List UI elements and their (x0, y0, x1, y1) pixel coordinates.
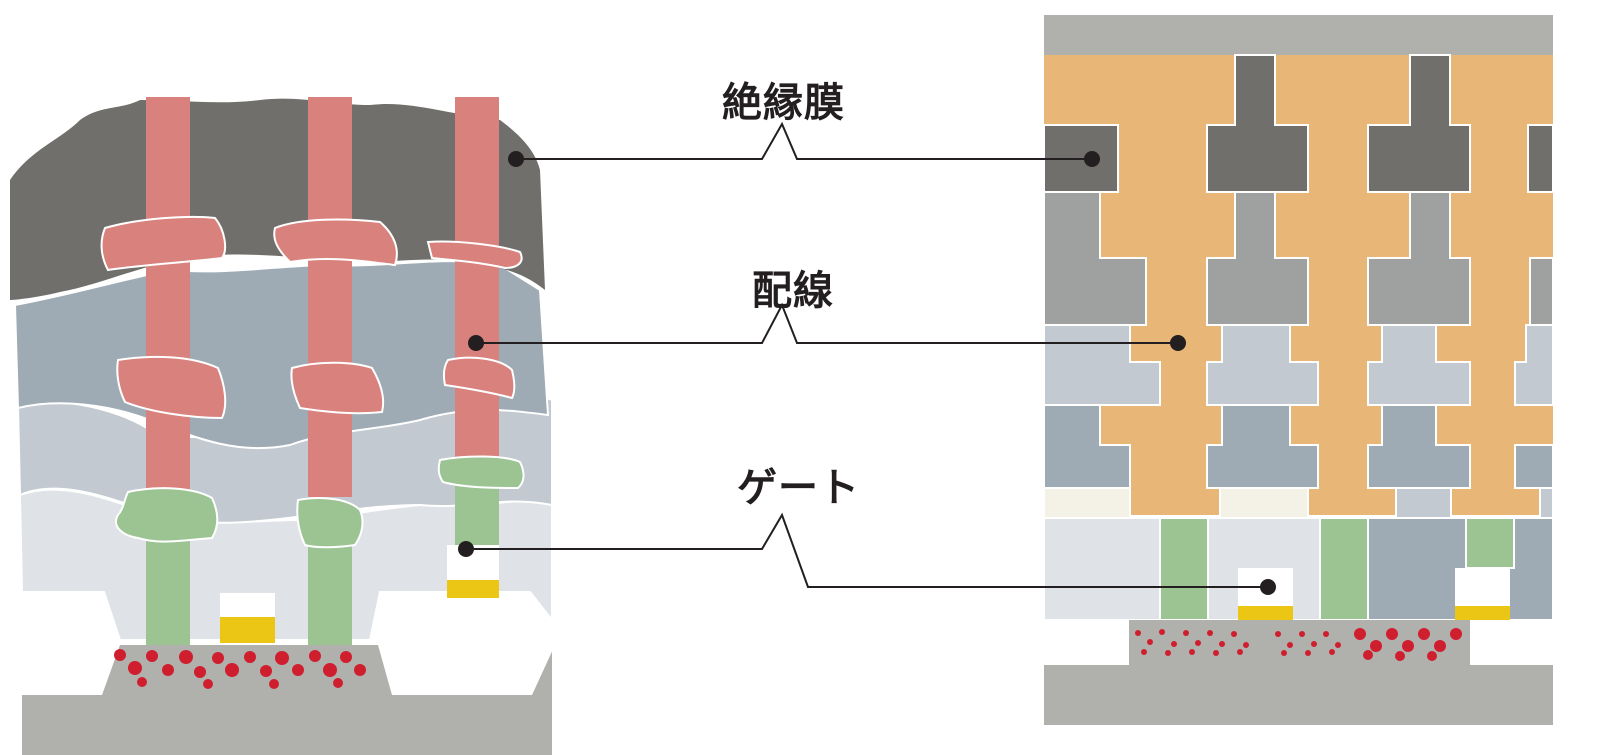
left-gate-electrode-yellow-2 (447, 580, 499, 598)
left-isolation-right (378, 592, 555, 695)
left-gate-electrode-yellow-1 (220, 617, 275, 643)
left-wiring-plate-3a (426, 240, 523, 270)
left-cross-section (10, 97, 555, 755)
leader-gate (466, 512, 1268, 588)
left-impurity-dots (114, 649, 366, 689)
label-wiring: 配線 (752, 268, 834, 314)
right-gate-electrode-yellow-1 (1238, 606, 1293, 620)
left-wiring-column-2 (308, 97, 352, 497)
right-gate-electrode-yellow-2 (1455, 606, 1510, 620)
right-insulator-grey-blocks (1043, 191, 1554, 326)
left-wiring-plate-3b (443, 356, 516, 400)
right-top-bar (1044, 15, 1553, 55)
right-gate-column-1 (1159, 517, 1209, 621)
right-isolation-right (1470, 620, 1553, 665)
right-cross-section (1043, 15, 1554, 725)
label-insulator: 絶縁膜 (722, 80, 845, 126)
leader-wiring (476, 302, 1178, 344)
left-wiring-column-3 (455, 97, 499, 467)
right-gate-column-3 (1465, 517, 1515, 569)
left-wiring-plate-2b (290, 361, 385, 415)
left-gate-electrode-white-1 (220, 593, 275, 619)
leader-dots (458, 151, 1276, 595)
left-wiring-column-1 (146, 97, 190, 497)
right-cream-strip (1043, 487, 1554, 519)
left-wiring-plate-2a (273, 218, 398, 267)
left-wiring-plate-1b (116, 355, 227, 420)
left-gate-plate-3 (437, 455, 525, 490)
left-wiring-plate-1a (100, 215, 227, 272)
right-gate-electrode-white-2 (1455, 568, 1510, 606)
right-impurity-dots-large (1354, 628, 1462, 661)
leader-insulator (516, 121, 1092, 160)
right-layer-blue-blocks (1043, 404, 1554, 489)
right-impurity-dots-small (1135, 629, 1341, 656)
label-gate: ゲート (737, 465, 860, 511)
right-gate-column-2 (1319, 517, 1369, 621)
left-gate-plate-1 (115, 487, 219, 543)
leader-lines (466, 121, 1268, 588)
left-isolation-left (22, 592, 120, 695)
right-layer-light-blue-blocks (1043, 324, 1554, 406)
left-gate-plate-2 (296, 497, 364, 549)
right-isolation-left (1044, 620, 1129, 665)
